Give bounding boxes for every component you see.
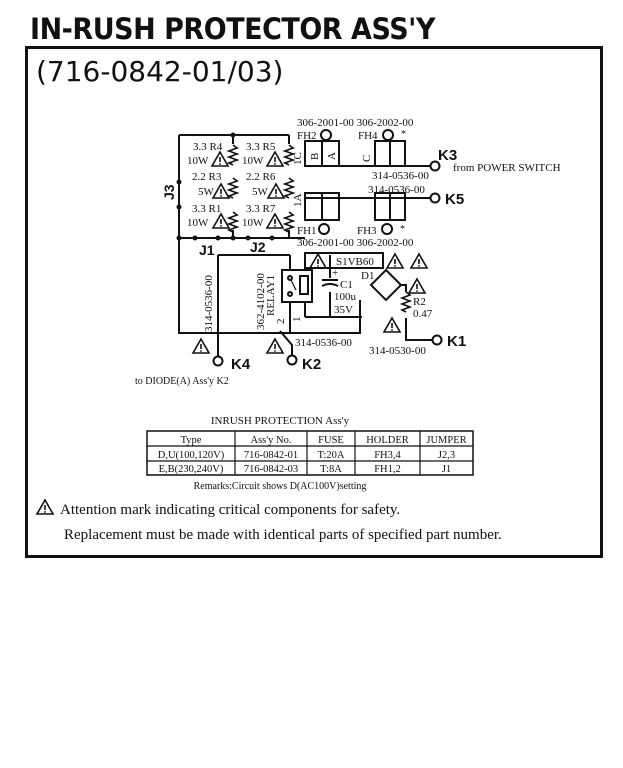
table-header: JUMPER — [426, 435, 466, 446]
s1-label: S1VB60 — [336, 256, 374, 268]
d1-label: D1 — [361, 270, 374, 282]
resistor-network: 3.3 R4 10W 3.3 R5 10W 2.2 R3 5W 2.2 R6 5… — [161, 132, 305, 258]
inrush-table: INRUSH PROTECTION Ass'y Type Ass'y No. FUS… — [146, 415, 474, 492]
fuse-holders: 306-2001-00 306-2002-00 FH2 FH4 * 1C B A… — [292, 117, 561, 249]
r3-watt: 5W — [198, 186, 215, 198]
fh3-star: * — [400, 224, 405, 235]
k1-part: 314-0530-00 — [369, 345, 426, 357]
table-cell: 716-0842-01 — [244, 450, 298, 461]
page-title: IN-RUSH PROTECTOR ASS'Y — [30, 12, 436, 46]
table-header: HOLDER — [366, 435, 409, 446]
r1-label: 3.3 R1 — [192, 203, 221, 215]
r3-label: 2.2 R3 — [192, 171, 222, 183]
pin-b: B — [309, 153, 321, 160]
relay-part: 362-4102-00 — [255, 273, 267, 330]
r6-watt: 5W — [252, 186, 269, 198]
k4-note: to DIODE(A) Ass'y K2 — [135, 376, 229, 387]
fh1-label: FH1 — [297, 225, 317, 237]
diagram-frame — [25, 46, 603, 558]
j3-label: J3 — [161, 184, 177, 200]
relay-pin2: 2 — [275, 319, 287, 325]
pin-1c: 1C — [292, 152, 304, 165]
fh4-label: FH4 — [358, 130, 378, 142]
table-cell: FH3,4 — [374, 450, 401, 461]
r2-label: R2 — [413, 296, 426, 308]
r4-label: 3.3 R4 — [193, 141, 223, 153]
table-remarks: Remarks:Circuit shows D(AC100V)setting — [194, 481, 367, 492]
fh4-star: * — [401, 129, 406, 140]
r5-watt: 10W — [242, 155, 264, 167]
k2-part: 314-0536-00 — [295, 337, 352, 349]
relay-label: RELAY1 — [265, 275, 277, 316]
attention-icon — [36, 499, 54, 515]
fh3-label: FH3 — [357, 225, 377, 237]
table-cell: J1 — [442, 464, 451, 475]
r5-label: 3.3 R5 — [246, 141, 276, 153]
k5-part: 314-0536-00 — [368, 184, 425, 196]
table-cell: FH1,2 — [374, 464, 401, 475]
r1-watt: 10W — [187, 217, 209, 229]
table-header: Ass'y No. — [251, 435, 292, 446]
subtitle: (716-0842-01/03) — [36, 55, 284, 88]
j2-label: J2 — [250, 239, 266, 255]
replacement-note: Replacement must be made with identical … — [64, 527, 502, 543]
fh-top-parts: 306-2001-00 306-2002-00 — [297, 117, 414, 129]
k1-label: K1 — [447, 333, 466, 350]
pin-a: A — [326, 152, 338, 160]
table-cell: 716-0842-03 — [244, 464, 298, 475]
table-cell: J2,3 — [438, 450, 455, 461]
table-cell: D,U(100,120V) — [158, 450, 225, 461]
k3-label: K3 — [438, 147, 457, 164]
pin-1a: 1A — [292, 194, 304, 208]
fh2-label: FH2 — [297, 130, 317, 142]
pin-c: C — [361, 155, 373, 162]
c1-label: C1 — [340, 279, 353, 291]
c1-plus: + — [332, 267, 338, 279]
k3-note: from POWER SWITCH — [453, 162, 561, 174]
k2-label: K2 — [302, 356, 321, 373]
k4-label: K4 — [231, 356, 251, 373]
r2-value: 0.47 — [413, 308, 433, 320]
table-cell: T:20A — [318, 450, 345, 461]
left-part: 314-0536-00 — [203, 275, 215, 332]
c1-value: 100u — [334, 291, 357, 303]
fh-bottom-parts: 306-2001-00 306-2002-00 — [297, 237, 414, 249]
relay-circuit: S1VB60 + C1 100u 35V D1 R2 0.47 K1 314-0… — [135, 238, 466, 387]
k3-part: 314-0536-00 — [372, 170, 429, 182]
table-header: FUSE — [318, 435, 344, 446]
table-title: INRUSH PROTECTION Ass'y — [211, 415, 350, 427]
k5-label: K5 — [445, 191, 464, 208]
table-cell: E,B(230,240V) — [159, 464, 224, 475]
table-header: Type — [181, 435, 202, 446]
table-cell: T:8A — [320, 464, 342, 475]
j1-label: J1 — [199, 242, 215, 258]
r4-watt: 10W — [187, 155, 209, 167]
r7-label: 3.3 R7 — [246, 203, 276, 215]
r6-label: 2.2 R6 — [246, 171, 276, 183]
attention-note: Attention mark indicating critical compo… — [60, 502, 400, 518]
c1-voltage: 35V — [334, 304, 353, 316]
r7-watt: 10W — [242, 217, 264, 229]
relay-pin1: 1 — [291, 317, 303, 323]
